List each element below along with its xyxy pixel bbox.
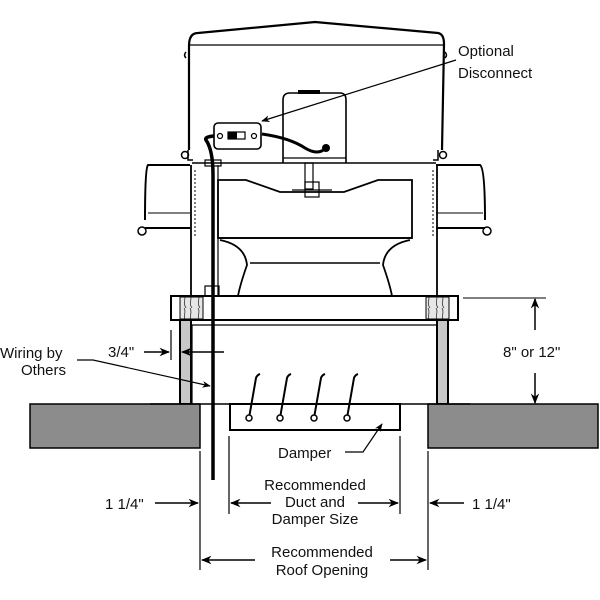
wiring-conduit (203, 134, 222, 480)
fan-housing (137, 162, 492, 296)
label-duct-3: Damper Size (272, 511, 359, 528)
label-wiring-1: Wiring by (0, 345, 63, 362)
label-optional-disconnect-2: Disconnect (458, 65, 533, 82)
curb-walls (179, 319, 449, 405)
curb-cap (170, 295, 459, 326)
roof-deck (29, 403, 599, 449)
label-left-offset: 1 1/4" (105, 496, 144, 513)
fan-hood (180, 20, 448, 161)
label-wiring-2: Others (21, 362, 66, 379)
label-optional-disconnect-1: Optional (458, 43, 514, 60)
label-duct-2: Duct and (285, 494, 345, 511)
label-roof-opening-1: Recommended (271, 544, 373, 561)
damper (229, 373, 401, 431)
label-duct-1: Recommended (264, 477, 366, 494)
label-height: 8" or 12" (503, 344, 560, 361)
label-damper: Damper (278, 445, 331, 462)
fan-wheel (200, 179, 440, 297)
label-three-quarter: 3/4" (108, 344, 134, 361)
label-roof-opening-2: Roof Opening (276, 562, 369, 579)
disconnect-switch (213, 122, 330, 154)
label-right-offset: 1 1/4" (472, 496, 511, 513)
dimension-lines (77, 59, 546, 570)
